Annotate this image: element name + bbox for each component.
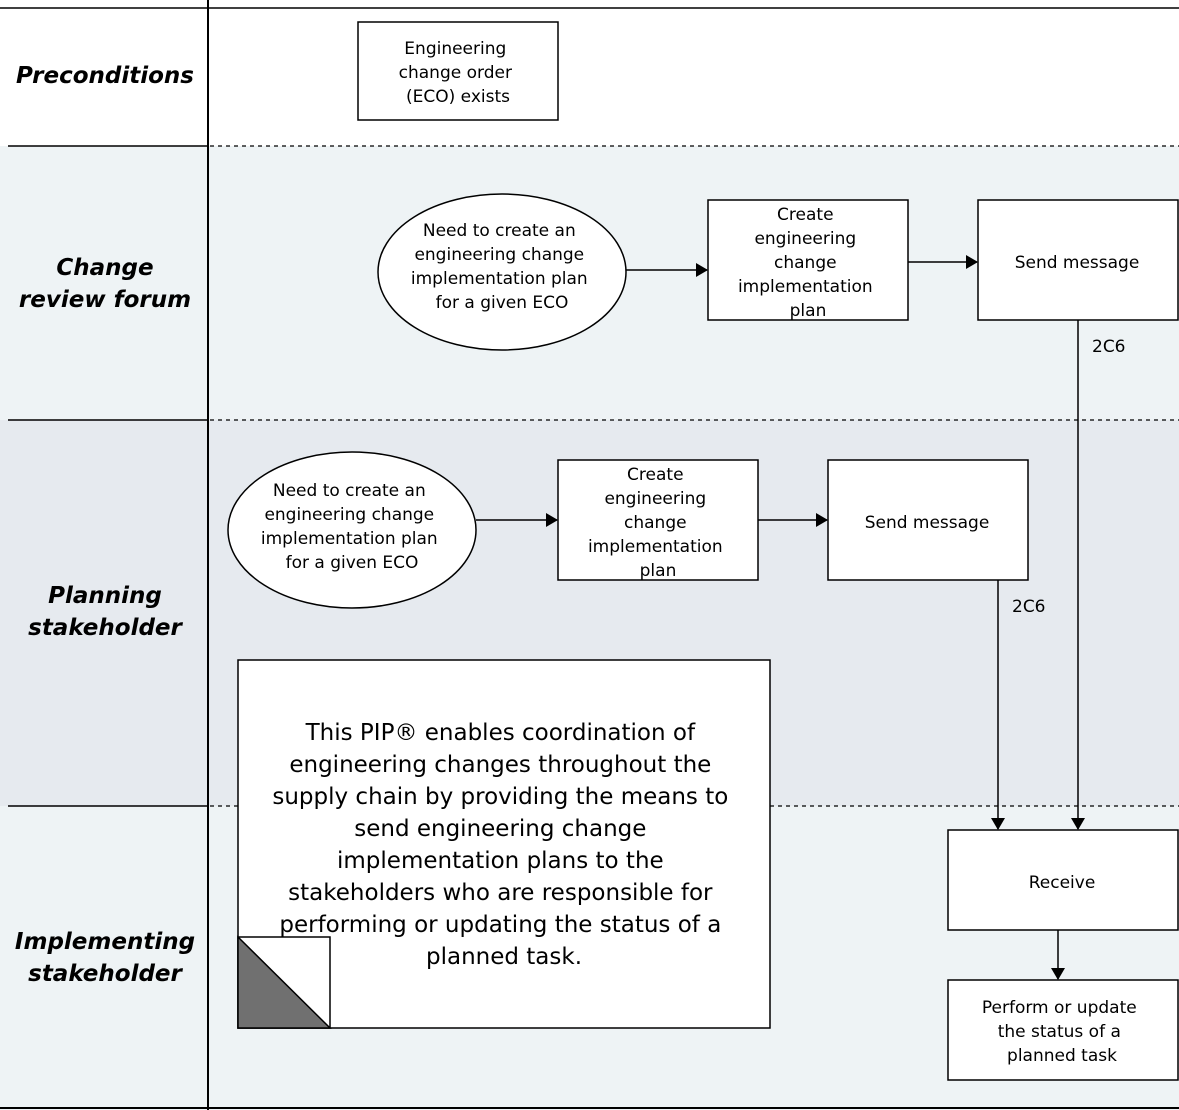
lane-label-line: Planning — [48, 583, 162, 609]
lane-label-line: stakeholder — [28, 961, 182, 987]
perform-update-text: Perform or update the status of a planne… — [982, 998, 1142, 1066]
eco-exists-text: Engineering change order (ECO) exists — [399, 39, 518, 107]
lane-label-line: review forum — [18, 287, 192, 313]
ps-send-message-text: Send message — [865, 513, 990, 533]
note-fold-icon — [237, 935, 332, 1029]
crf-send-message-box — [977, 199, 1179, 321]
ps-need-event-ellipse — [227, 451, 477, 609]
lane-label-preconditions: Preconditions — [6, 60, 204, 92]
receive-text: Receive — [1029, 873, 1096, 893]
note-text: This PIP® enables coordination of engine… — [272, 720, 735, 970]
lane-label-change-review-forum: Change review forum — [6, 252, 204, 316]
ps-message-code: 2C6 — [1012, 597, 1046, 617]
ps-send-message-box — [827, 459, 1029, 581]
lane-label-line: Preconditions — [16, 63, 194, 89]
lane-label-line: Implementing — [14, 929, 196, 955]
crf-need-event-ellipse — [377, 193, 627, 351]
lane-label-implementing-stakeholder: Implementing stakeholder — [6, 926, 204, 990]
ps-create-plan-text: Create engineering change implementation… — [588, 465, 728, 581]
receive-box — [947, 829, 1179, 931]
perform-update-box — [947, 979, 1179, 1081]
ps-need-event-text: Need to create an engineering change imp… — [261, 481, 443, 573]
crf-need-event-text: Need to create an engineering change imp… — [411, 221, 593, 313]
crf-send-message-text: Send message — [1015, 253, 1140, 273]
lane-label-planning-stakeholder: Planning stakeholder — [6, 580, 204, 644]
crf-message-code: 2C6 — [1092, 337, 1126, 357]
crf-create-plan-box — [707, 199, 909, 321]
eco-exists-box — [357, 21, 559, 121]
ps-create-plan-box — [557, 459, 759, 581]
lane-label-line: stakeholder — [28, 615, 182, 641]
lane-label-line: Change — [56, 255, 154, 281]
crf-create-plan-text: Create engineering change implementation… — [738, 205, 878, 321]
